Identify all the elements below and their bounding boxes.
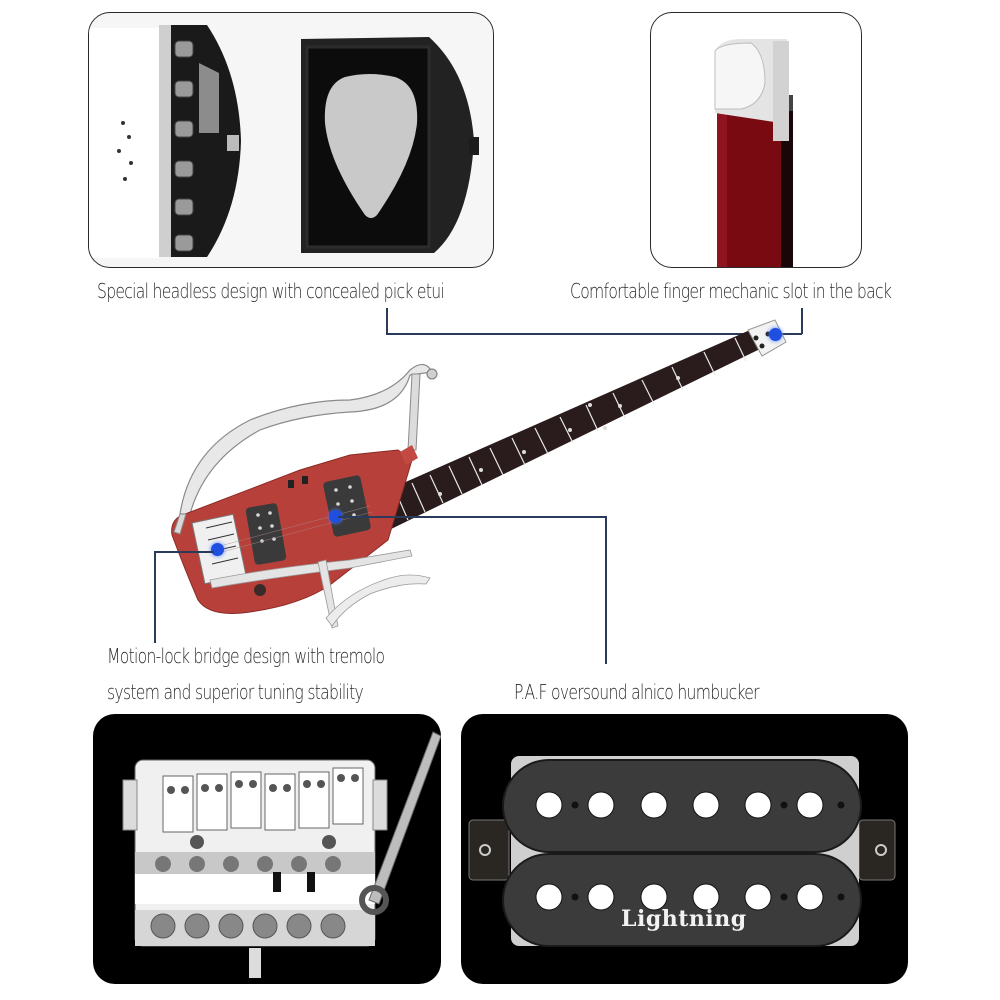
headless-guitar-illustration xyxy=(171,319,787,629)
bridge-closeup-panel xyxy=(93,714,441,984)
callout-line-pickup-horizontal xyxy=(338,516,606,518)
finger-slot-caption: Comfortable finger mechanic slot in the … xyxy=(570,279,892,303)
callout-line-headless-vertical xyxy=(386,308,388,334)
callout-line-bridge-horizontal xyxy=(154,551,214,553)
callout-dot-pickup xyxy=(329,510,342,523)
callout-line-pickup-vertical xyxy=(605,516,607,664)
bridge-caption-line2: system and superior tuning stability xyxy=(107,680,364,704)
callout-dot-bridge xyxy=(211,543,224,556)
pickup-caption: P.A.F oversound alnico humbucker xyxy=(514,680,760,704)
headless-pick-etui-illustration xyxy=(89,25,479,258)
bridge-caption-line1: Motion-lock bridge design with tremolo xyxy=(107,644,385,668)
headless-design-panel xyxy=(88,12,494,268)
pickup-brand-label: Lightning xyxy=(621,906,747,932)
finger-slot-panel xyxy=(650,12,862,268)
headless-caption: Special headless design with concealed p… xyxy=(97,279,445,303)
finger-slot-illustration xyxy=(714,39,793,267)
pickup-closeup-panel: Lightning xyxy=(461,714,908,984)
humbucker-illustration xyxy=(468,756,896,947)
callout-line-slot-vertical xyxy=(801,308,803,334)
callout-line-headless-horizontal xyxy=(386,333,802,335)
callout-dot-finger-slot xyxy=(769,328,782,341)
callout-line-bridge-vertical xyxy=(154,551,156,643)
tremolo-bridge-illustration xyxy=(122,731,441,978)
